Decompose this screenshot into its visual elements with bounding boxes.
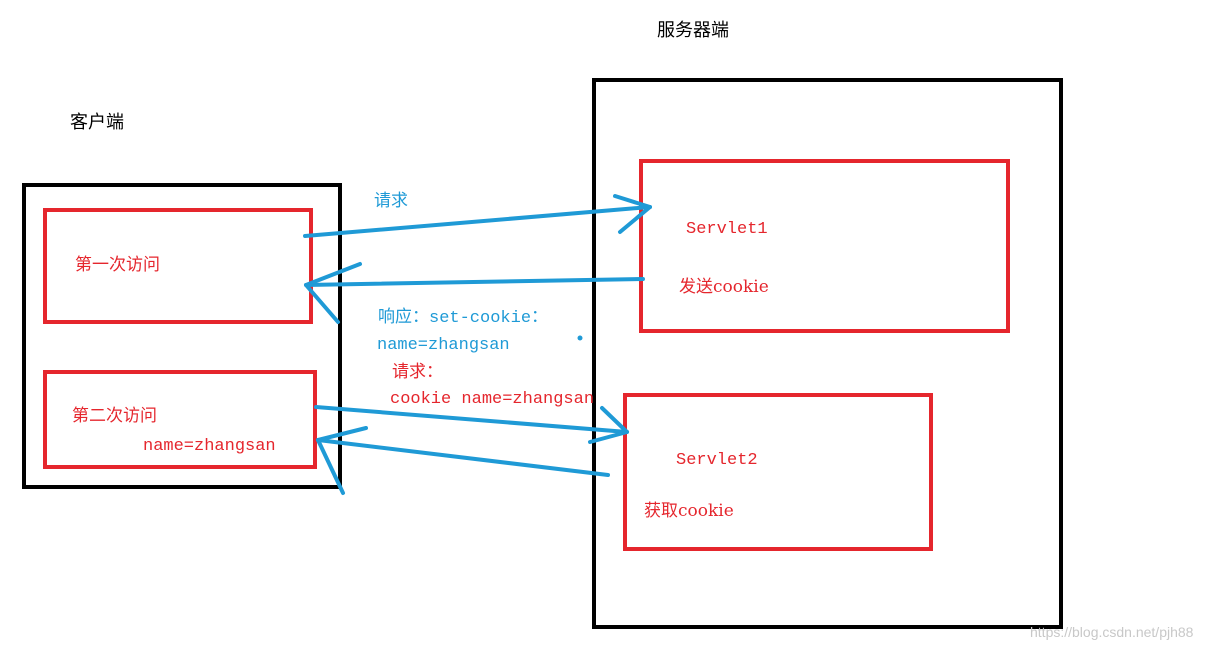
servlet2-name: Servlet2	[676, 451, 758, 470]
client-container	[22, 183, 342, 489]
request2-line1: 请求：	[392, 364, 443, 383]
arrow-request-1	[303, 194, 652, 238]
response1-line1: 响应：set-cookie：	[378, 309, 549, 328]
request2-line2: cookie name=zhangsan	[390, 390, 595, 409]
server-container	[592, 78, 1063, 629]
arrow-response-1	[304, 262, 645, 324]
servlet1-box	[639, 159, 1010, 333]
request1-label: 请求	[374, 191, 408, 211]
arrow-response-2	[316, 426, 610, 495]
servlet1-name: Servlet1	[686, 220, 768, 239]
servlet2-box	[623, 393, 933, 551]
second-visit-label: 第二次访问	[72, 406, 157, 426]
servlet2-action: 获取cookie	[644, 501, 734, 521]
first-visit-label: 第一次访问	[75, 255, 160, 275]
second-visit-value: name=zhangsan	[143, 437, 276, 456]
client-title: 客户端	[70, 112, 124, 133]
servlet1-action: 发送cookie	[679, 277, 769, 297]
first-visit-box	[43, 208, 313, 324]
second-visit-box	[43, 370, 317, 469]
server-title: 服务器端	[657, 20, 729, 41]
arrow-request-2	[314, 405, 629, 444]
watermark: https://blog.csdn.net/pjh88	[1030, 624, 1194, 640]
stray-dot	[577, 335, 583, 341]
response1-line2: name=zhangsan	[377, 336, 510, 355]
